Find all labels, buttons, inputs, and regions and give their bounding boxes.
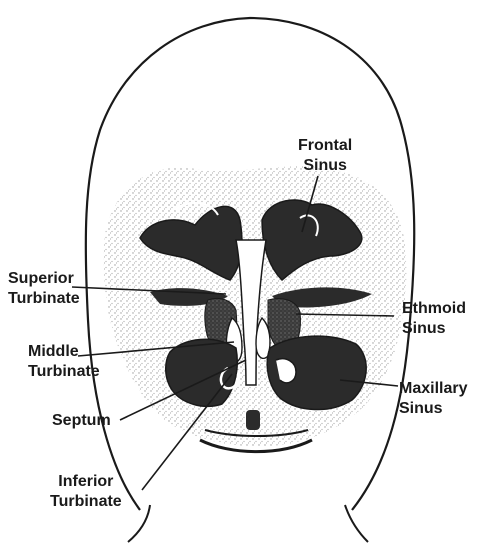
neck-right	[345, 505, 368, 542]
label-septum: Septum	[52, 411, 111, 431]
label-maxillary-sinus: Maxillary Sinus	[399, 379, 467, 419]
label-ethmoid-sinus: Ethmoid Sinus	[402, 299, 466, 339]
label-middle-turbinate: Middle Turbinate	[28, 342, 100, 382]
tooth-block	[246, 410, 260, 430]
label-inferior-turbinate: Inferior Turbinate	[50, 472, 122, 512]
label-superior-turbinate: Superior Turbinate	[8, 269, 80, 309]
neck-left	[128, 505, 150, 542]
label-frontal-sinus: Frontal Sinus	[298, 136, 352, 176]
